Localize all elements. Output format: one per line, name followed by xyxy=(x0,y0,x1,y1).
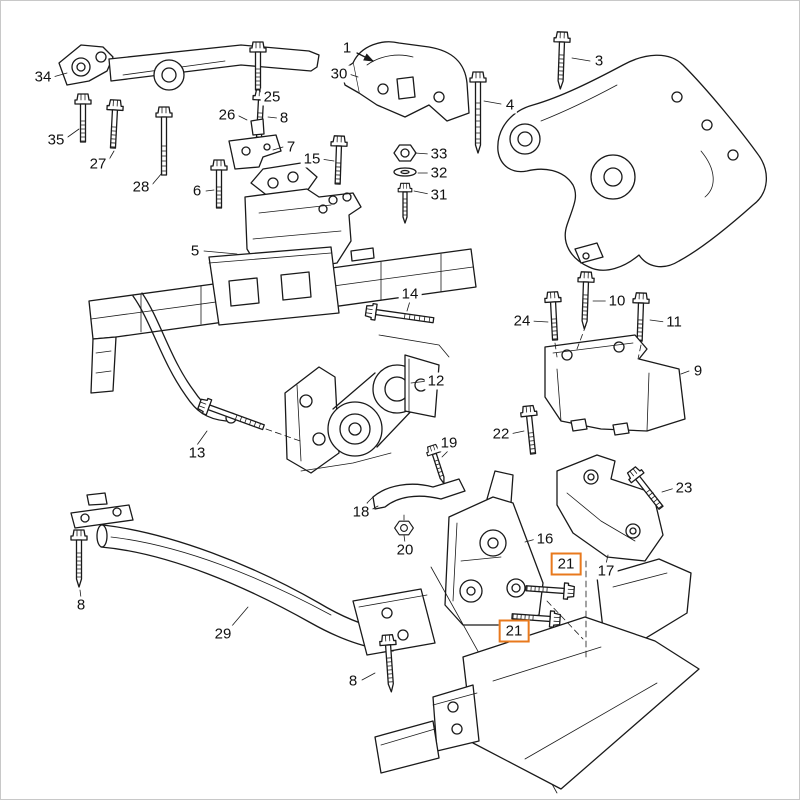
engine-mount-5-drawing xyxy=(208,136,362,326)
transmission-mount-9-drawing xyxy=(520,272,686,562)
part-label-3[interactable]: 3 xyxy=(591,52,607,70)
part-label-25[interactable]: 25 xyxy=(260,88,284,106)
part-label-8[interactable]: 8 xyxy=(345,672,361,690)
part-label-13[interactable]: 13 xyxy=(185,444,209,462)
control-arm-drawing xyxy=(470,32,768,271)
part-label-33[interactable]: 33 xyxy=(427,145,451,163)
part-label-35[interactable]: 35 xyxy=(44,131,68,149)
part-label-30[interactable]: 30 xyxy=(327,65,351,83)
part-label-16[interactable]: 16 xyxy=(533,530,557,548)
part-label-32[interactable]: 32 xyxy=(427,164,451,182)
part-label-28[interactable]: 28 xyxy=(129,178,153,196)
part-label-6[interactable]: 6 xyxy=(189,182,205,200)
part-label-20[interactable]: 20 xyxy=(393,541,417,559)
part-label-23[interactable]: 23 xyxy=(672,479,696,497)
gearbox-mount-12-drawing xyxy=(284,354,440,474)
part-label-9[interactable]: 9 xyxy=(690,362,706,380)
part-label-27[interactable]: 27 xyxy=(86,155,110,173)
part-label-1[interactable]: 1 xyxy=(339,39,355,57)
part-label-17[interactable]: 17 xyxy=(594,562,618,580)
part-label-29[interactable]: 29 xyxy=(211,625,235,643)
bracket-7-drawing xyxy=(228,42,282,170)
part-label-22[interactable]: 22 xyxy=(489,425,513,443)
part-label-14[interactable]: 14 xyxy=(398,285,422,303)
underbody-panels-drawing xyxy=(374,558,700,794)
pendulum-support-16-drawing xyxy=(444,470,575,628)
part-label-5[interactable]: 5 xyxy=(187,242,203,260)
construction-lines xyxy=(265,324,642,658)
part-label-4[interactable]: 4 xyxy=(502,96,518,114)
bolt-14-drawing xyxy=(365,303,450,358)
part-label-8[interactable]: 8 xyxy=(73,596,89,614)
part-label-8[interactable]: 8 xyxy=(276,109,292,127)
part-label-31[interactable]: 31 xyxy=(427,186,451,204)
part-label-7[interactable]: 7 xyxy=(283,138,299,156)
part-label-21-highlighted[interactable]: 21 xyxy=(498,619,530,643)
part-label-26[interactable]: 26 xyxy=(215,106,239,124)
part-label-11[interactable]: 11 xyxy=(663,313,685,331)
part-label-24[interactable]: 24 xyxy=(510,312,534,330)
part-label-12[interactable]: 12 xyxy=(424,372,448,390)
torque-arm-29-drawing xyxy=(70,492,436,692)
leader-lines xyxy=(52,57,690,681)
part-label-18[interactable]: 18 xyxy=(349,503,373,521)
part-label-34[interactable]: 34 xyxy=(31,68,55,86)
part-label-19[interactable]: 19 xyxy=(437,434,461,452)
part-label-10[interactable]: 10 xyxy=(605,292,629,310)
part-label-21-highlighted[interactable]: 21 xyxy=(550,552,582,576)
part-label-15[interactable]: 15 xyxy=(300,150,324,168)
